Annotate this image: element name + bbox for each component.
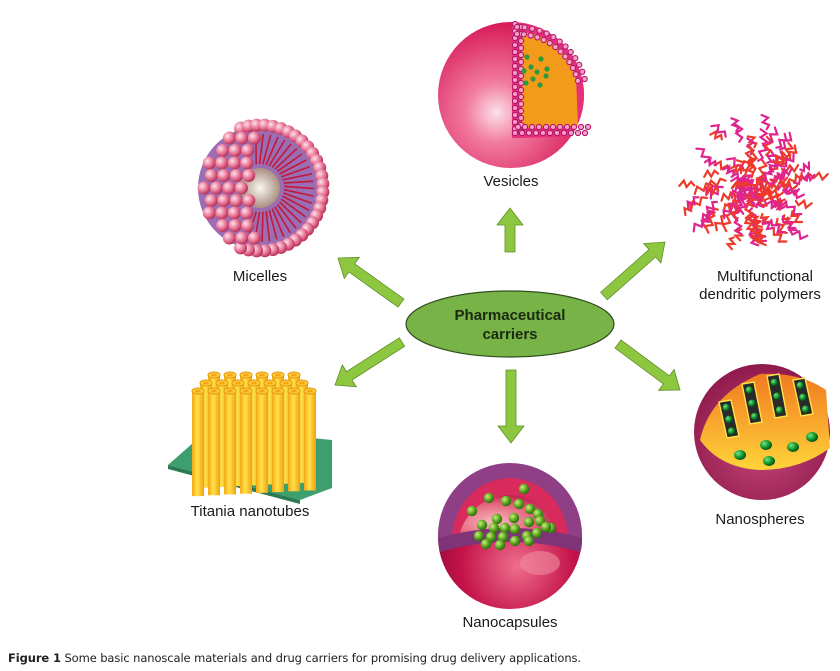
arrow-to-nanocapsules [497, 369, 525, 444]
arrow-to-dendritic [600, 241, 666, 301]
nanosphere-illustration [694, 364, 830, 500]
dendritic-polymer-illustration [678, 113, 829, 251]
micelle-illustration [197, 118, 330, 258]
center-label: Pharmaceutical carriers [404, 306, 616, 344]
vesicle-illustration [438, 20, 592, 168]
arrow-to-micelles [337, 256, 405, 308]
nanocapsule-illustration [438, 463, 582, 609]
center-label-line1: Pharmaceutical [454, 307, 566, 324]
nanotubes-label: Titania nanotubes [190, 503, 310, 520]
pharmaceutical-carriers-diagram [168, 20, 830, 609]
arrows [334, 207, 681, 444]
arrow-to-vesicles [496, 207, 524, 253]
dendritic-label-line2: dendritic polymers [699, 286, 821, 303]
micelles-label: Micelles [232, 268, 288, 285]
dendritic-label-line1: Multifunctional [717, 268, 813, 285]
vesicles-label: Vesicles [483, 173, 539, 190]
figure-number: Figure 1 [8, 651, 61, 665]
center-ellipse [405, 290, 615, 358]
figure-caption: Figure 1 Some basic nanoscale materials … [8, 651, 581, 665]
caption-text: Some basic nanoscale materials and drug … [60, 651, 581, 665]
titania-nanotubes-illustration [168, 371, 332, 504]
center-label-line2: carriers [482, 326, 538, 343]
nanocapsules-label: Nanocapsules [462, 614, 558, 631]
nanospheres-label: Nanospheres [715, 511, 805, 528]
arrow-to-nanospheres [614, 339, 681, 391]
arrow-to-nanotubes [334, 337, 406, 388]
